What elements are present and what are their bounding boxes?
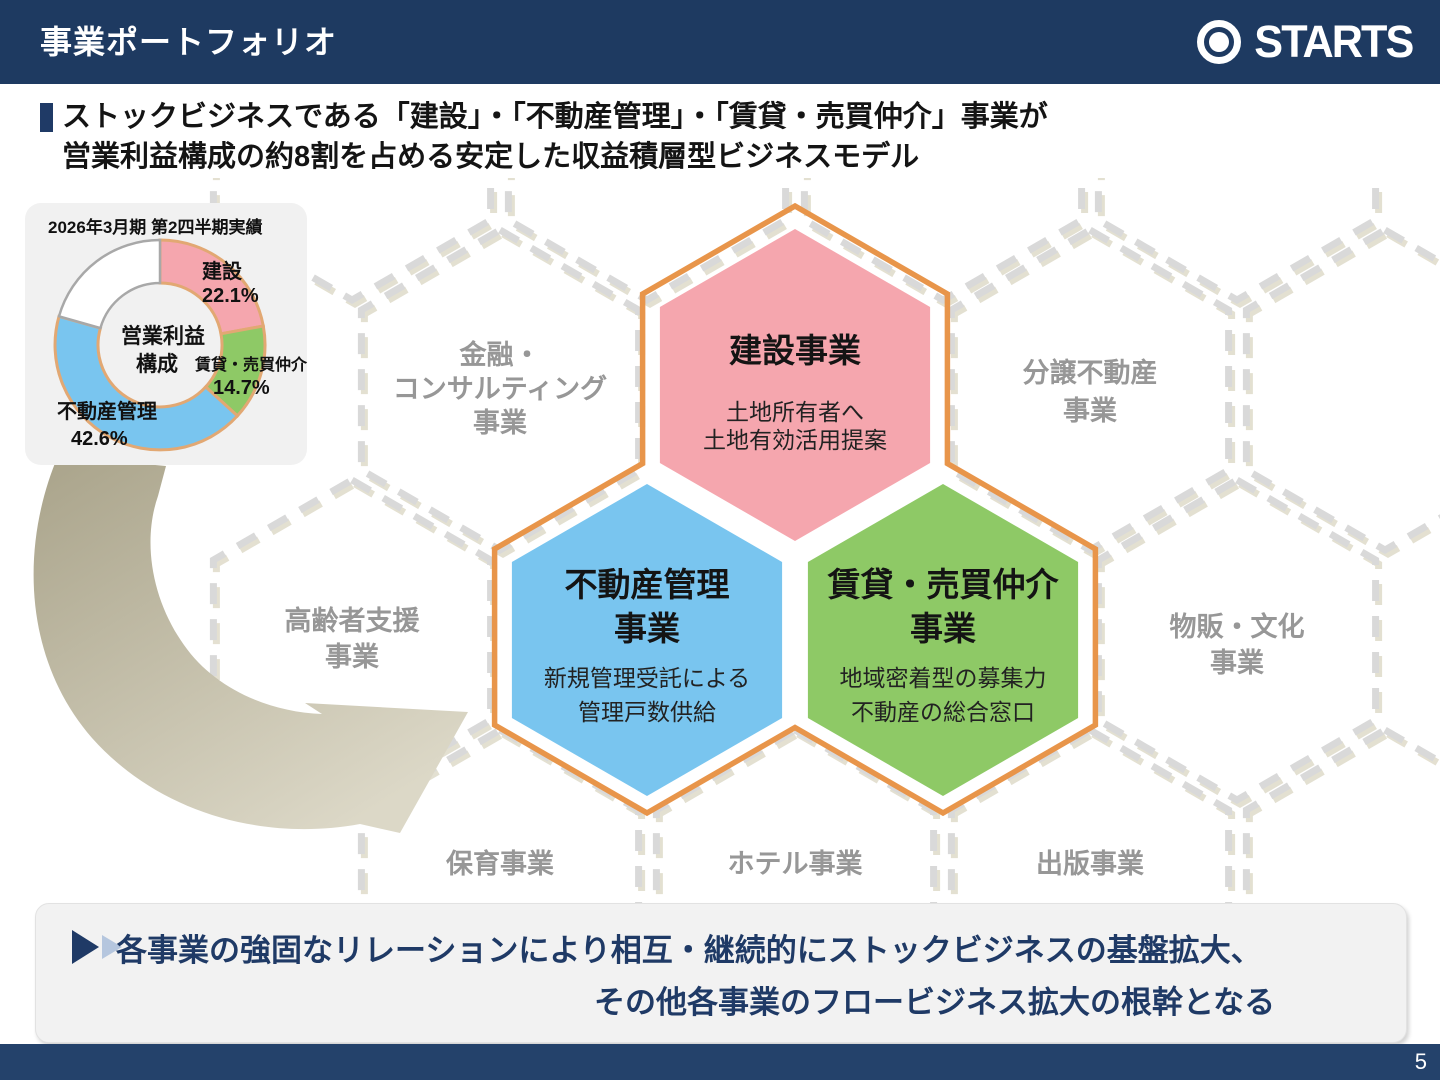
hex-title-construction: 建設事業 [729,332,861,369]
donut-pct-不動産管理: 42.6% [71,428,128,450]
hexagon-outline [1094,178,1380,305]
donut-pct-建設: 22.1% [202,285,259,307]
hexagon-outline [504,178,790,305]
starts-logo-icon [1197,20,1242,64]
hex-desc-construction: 土地有効活用提案 [703,427,887,453]
donut-label-賃貸・売買仲介: 賃貸・売買仲介 [194,355,308,374]
donut-segment-不動産管理 [53,314,240,452]
hex-label-publishing: 出版事業 [1036,849,1144,879]
hexagon-outline-shadow [507,178,793,309]
hex-label-finance-consulting: コンサルティング [393,373,607,404]
donut-center-line1: 営業利益 [121,324,205,348]
double-arrow-icon [72,930,99,964]
hexagon-outline-shadow [1245,729,1440,903]
hex-title-leasing-brokerage: 事業 [910,610,976,647]
hexagon-outline-shadow [212,178,498,309]
hexagon-outline [1094,475,1380,805]
hex-label-retail-culture: 事業 [1210,648,1264,678]
headline-bullet [40,103,53,132]
hex-label-finance-consulting: 事業 [473,408,527,438]
footer-bar: 5 [0,1044,1440,1080]
donut-pct-賃貸・売買仲介: 14.7% [213,377,270,399]
highlight-cluster-outline [491,202,1099,817]
hex-title-property-management: 不動産管理 [565,566,730,603]
hex-title-leasing-brokerage: 賃貸・売買仲介 [827,566,1060,603]
donut-center-line2: 構成 [136,352,178,376]
double-arrow-icon-light [102,935,122,959]
business-hex-diagram: 金融・コンサルティング事業分譲不動産事業高齢者支援事業物販・文化事業保育事業ホテ… [209,178,1440,903]
donut-label-不動産管理: 不動産管理 [57,399,157,423]
hex-desc-construction: 土地所有者へ [726,399,864,425]
hex-desc-leasing-brokerage: 地域密着型の募集力 [840,665,1047,691]
hexagon-outline [1242,725,1440,903]
starts-logo: STARTS [1197,0,1416,84]
hex-label-childcare: 保育事業 [445,848,554,879]
hexagon-outline [209,178,495,305]
headline-line1: ストックビジネスである「建設」・「不動産管理」・「賃貸・売買仲介」事業が [62,101,1048,133]
page-title: 事業ポートフォリオ [40,24,338,60]
hexagon-outline [1242,225,1440,555]
donut-segment-other [57,238,162,330]
page-number: 5 [1414,1049,1427,1074]
message-line1: 各事業の強固なリレーションにより相互・継続的にストックビジネスの基盤拡大、 [116,933,1262,968]
header-bar: 事業ポートフォリオ STARTS [0,0,1440,84]
hex-label-hotel: ホテル事業 [728,849,863,879]
headline-line2: 営業利益構成の約8割を占める安定した収益積層型ビジネスモデル [62,141,920,173]
message-box: 各事業の強固なリレーションにより相互・継続的にストックビジネスの基盤拡大、 その… [35,903,1407,1043]
hexagon-outline [800,178,1086,305]
starts-logo-dot [1209,32,1230,52]
hex-label-condominium: 分譲不動産 [1023,357,1158,388]
donut-label-建設: 建設 [202,259,243,283]
message-line2: その他各事業のフロービジネス拡大の根幹となる [594,985,1276,1020]
hex-label-condominium: 事業 [1063,396,1117,426]
chart-card-title: 2026年3月期 第2四半期実績 [48,218,263,237]
hex-desc-property-management: 管理戸数供給 [578,699,716,725]
hexagon-construction [659,229,931,541]
hex-title-property-management: 事業 [614,610,680,647]
hexagon-property-management [511,484,783,796]
hex-label-senior-support: 事業 [325,642,379,672]
hex-label-senior-support: 高齢者支援 [285,605,421,636]
hex-desc-property-management: 新規管理受託による [544,665,750,691]
hexagon-leasing-brokerage [807,484,1079,796]
hex-desc-leasing-brokerage: 不動産の総合窓口 [851,699,1035,725]
hex-label-finance-consulting: 金融・ [459,339,541,370]
hex-label-retail-culture: 物販・文化 [1170,611,1305,642]
starts-logo-text: STARTS [1254,16,1415,67]
headline: ストックビジネスである「建設」・「不動産管理」・「賃貸・売買仲介」事業が 営業利… [62,97,1048,177]
hexagon-outline-shadow [1097,178,1383,309]
hexagon-outline [947,225,1233,555]
hexagon-outline [357,225,643,555]
